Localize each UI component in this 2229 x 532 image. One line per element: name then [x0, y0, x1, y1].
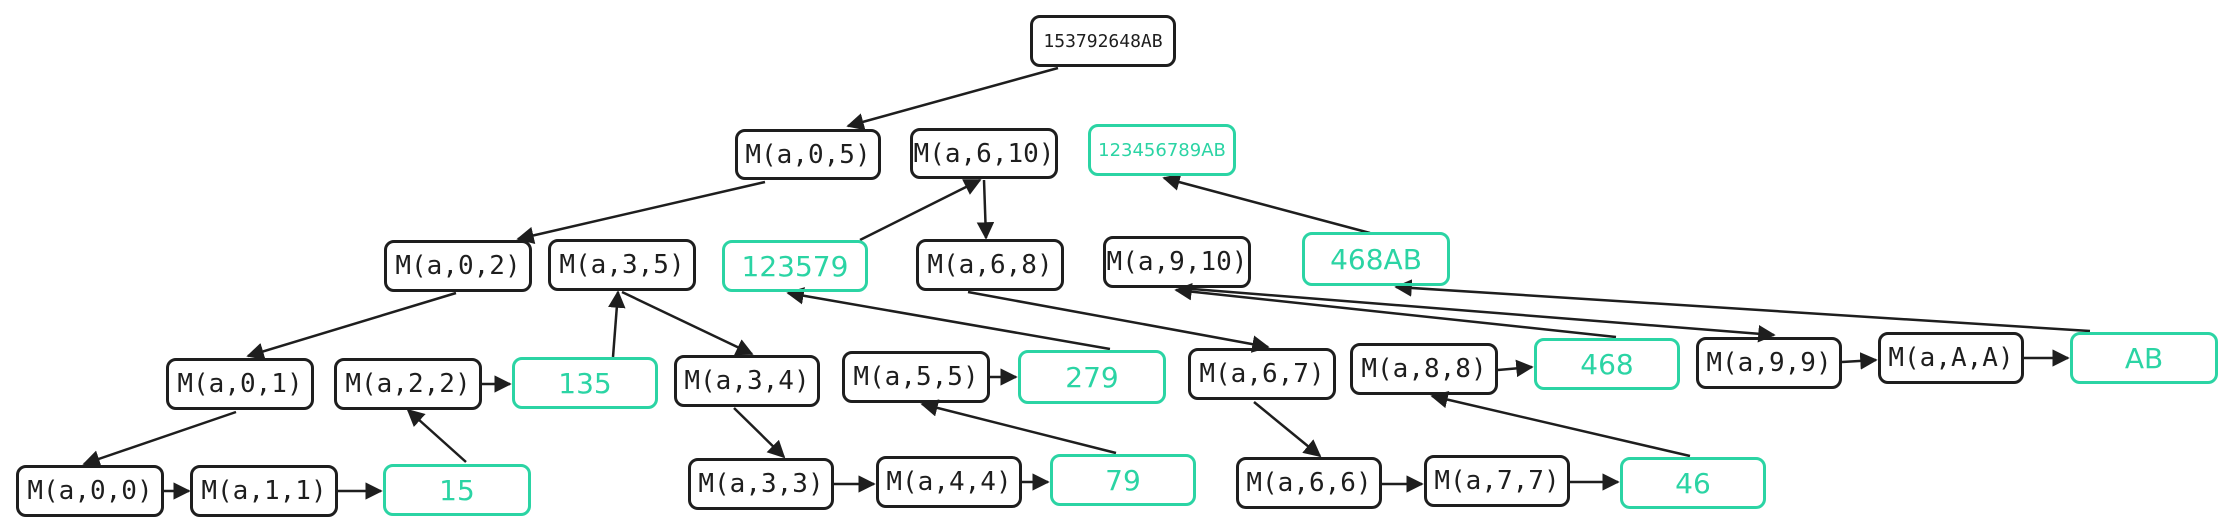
- node-result-15: 15: [383, 464, 531, 516]
- node-m-a-6-7: M(a,6,7): [1188, 348, 1336, 400]
- edge-r468-to-m910: [1174, 282, 1617, 339]
- edge-m34-to-m33: [733, 407, 786, 459]
- edge-r279-to-r123579: [786, 287, 1111, 351]
- node-m-a-4-4: M(a,4,4): [876, 456, 1022, 508]
- node-result-123579: 123579: [722, 240, 868, 292]
- node-result-ab: AB: [2070, 332, 2218, 384]
- edge-m910-to-m99: [1179, 286, 1776, 343]
- edge-m99-to-mAA: [1841, 352, 1878, 370]
- node-result-79: 79: [1050, 454, 1196, 506]
- node-m-a-3-5: M(a,3,5): [548, 239, 696, 291]
- node-m-a-0-2: M(a,0,2): [384, 240, 532, 292]
- node-m-a-6-8: M(a,6,8): [916, 239, 1064, 291]
- node-m-a-5-5: M(a,5,5): [842, 351, 990, 403]
- node-m-a-6-6: M(a,6,6): [1236, 457, 1382, 509]
- node-m-a-2-2: M(a,2,2): [334, 358, 482, 410]
- node-m-a-3-3: M(a,3,3): [688, 458, 834, 510]
- edge-m35-to-m34: [621, 290, 754, 356]
- edge-m05-to-m02: [516, 180, 766, 244]
- edge-rAB-to-r468ab: [1394, 279, 2091, 333]
- edge-m01-to-m00: [82, 410, 237, 468]
- edge-m02-to-m01: [246, 291, 457, 360]
- edge-m88-to-r468: [1497, 359, 1534, 378]
- node-m-a-0-0: M(a,0,0): [16, 465, 164, 517]
- node-root-result: 153792648AB: [1030, 15, 1176, 67]
- node-m-a-0-5: M(a,0,5): [735, 129, 881, 180]
- node-result-468ab: 468AB: [1302, 232, 1450, 286]
- edge-m68-to-m67: [967, 290, 1270, 353]
- node-m-a-A-A: M(a,A,A): [1878, 332, 2024, 384]
- node-result-46: 46: [1620, 457, 1766, 509]
- edge-m610-to-m68: [976, 179, 995, 240]
- node-m-a-9-10: M(a,9,10): [1103, 236, 1251, 288]
- node-m-a-8-8: M(a,8,8): [1350, 343, 1498, 395]
- edge-r15-to-m22: [406, 408, 467, 463]
- node-m-a-1-1: M(a,1,1): [190, 465, 338, 517]
- edge-m67-to-m66: [1253, 401, 1322, 458]
- edge-r79-to-m55: [920, 399, 1117, 455]
- node-m-a-3-4: M(a,3,4): [674, 355, 820, 407]
- node-m-a-9-9: M(a,9,9): [1696, 337, 1842, 389]
- node-m-a-6-10: M(a,6,10): [910, 128, 1058, 179]
- node-m-a-0-1: M(a,0,1): [166, 358, 314, 410]
- edge-r46-to-m88: [1430, 391, 1691, 458]
- edge-r468ab-to-r123456789ab: [1162, 173, 1371, 235]
- edge-r123579-to-m610: [859, 178, 982, 242]
- node-result-279: 279: [1018, 350, 1166, 404]
- node-result-135: 135: [512, 357, 658, 409]
- edge-root-to-m05: [846, 66, 1059, 131]
- node-result-123456789ab: 123456789AB: [1088, 124, 1236, 176]
- node-result-468: 468: [1534, 338, 1680, 390]
- node-m-a-7-7: M(a,7,7): [1424, 455, 1570, 507]
- edge-r135-to-m35: [608, 290, 626, 358]
